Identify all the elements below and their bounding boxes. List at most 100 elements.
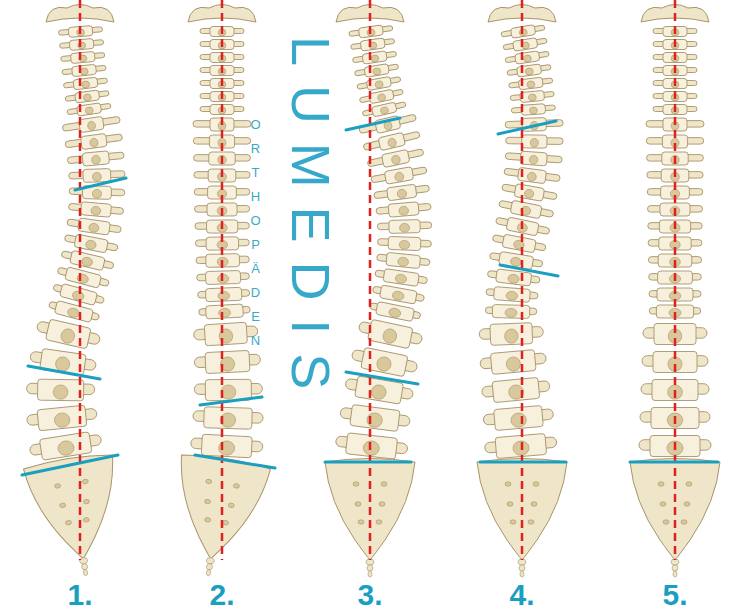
vertebral-body [388,202,419,217]
vertebral-body [201,434,252,458]
vertebra [367,146,425,171]
vertebra [357,317,424,351]
sacral-foramen [355,502,361,506]
spine-number: 4. [509,580,534,610]
vertebral-body [70,51,95,63]
vertebra [486,286,539,303]
vertebra [376,201,432,219]
spinous-process [370,384,387,401]
vertebral-body [494,287,531,303]
spinous-process [387,138,397,148]
cobb-line [630,461,718,464]
vertebral-body [388,236,421,250]
sacrum-bone [23,452,128,566]
spinous-process [391,155,401,165]
cobb-lines [22,118,718,475]
vertebral-body [383,269,419,287]
sacral-foramen [204,499,211,504]
vertebra [193,406,264,429]
spine-number: 3. [357,580,382,610]
spinous-process [218,308,230,317]
spinous-process [506,291,518,301]
spinous-process [85,107,94,115]
spine-column [630,0,720,577]
vertebral-body [520,90,545,102]
spine-number: 2. [209,580,234,610]
vertebra [62,63,107,78]
sacral-foramen [83,517,90,522]
spinous-process [399,223,409,232]
spinous-process [529,155,538,164]
vertebral-body [361,347,408,376]
vertebral-body [82,151,110,166]
spinous-process [506,356,521,371]
vertebral-body [376,301,415,321]
vertebral-body [54,300,93,322]
sacral-foramen [686,482,692,486]
spinous-process [81,256,94,267]
spinous-process [373,68,382,76]
cobb-line [346,118,400,130]
coccyx [79,557,88,564]
vertebral-body [494,405,544,430]
vertebra [506,135,564,149]
vertebra [194,350,261,374]
vertebra [505,49,550,65]
vertebra [369,300,422,323]
spinous-process [527,81,535,89]
vertebra [67,101,112,117]
sacral-foramen [658,482,664,486]
vertebra [491,232,546,255]
vertebra [362,100,407,119]
vertebral-body [204,407,253,430]
plumb-line [221,0,224,560]
spinous-process [92,172,101,181]
sacral-foramen [54,483,61,488]
sacral-foramen [528,520,534,524]
vertebral-body [520,151,547,166]
vertebra [370,164,428,187]
vertebra [354,62,399,79]
vertebral-body [515,51,540,64]
sacral-foramen [510,520,516,524]
vertebral-body [522,135,547,148]
sacral-foramen [379,502,385,506]
vertebra [65,89,110,105]
spinous-process [76,273,89,284]
vertebra [67,149,125,167]
vertebra [377,236,431,251]
spine-column [477,0,567,577]
coccyx [673,571,677,577]
cobb-line [200,397,262,405]
spinous-process [394,172,404,182]
cobb-line [28,366,100,379]
spinous-process [388,307,401,318]
plumb-line [674,0,677,560]
vertebra [507,63,552,79]
vertebral-body [492,305,530,319]
spinous-process [53,385,68,399]
vertebral-body [378,132,406,150]
vertebra [373,182,430,202]
vertebral-body [206,304,244,319]
spinous-process [397,257,409,267]
spinous-process [504,329,518,344]
sacrum [164,452,271,583]
vertebra [498,198,554,222]
coccyx [672,565,678,571]
spinous-process [399,206,409,216]
vertebra [69,185,125,200]
vertebral-body [72,64,97,76]
spine-number: 5. [662,580,687,610]
sacral-foramen [684,502,690,506]
coccyx [368,571,372,577]
spinous-process [54,412,71,428]
sacral-foramen [663,520,669,524]
sacral-foramen [233,483,240,488]
cobb-line [75,178,126,190]
spinous-process [370,55,379,63]
vertebra [508,76,553,91]
spinous-process [510,412,527,428]
spinous-process [397,189,407,199]
